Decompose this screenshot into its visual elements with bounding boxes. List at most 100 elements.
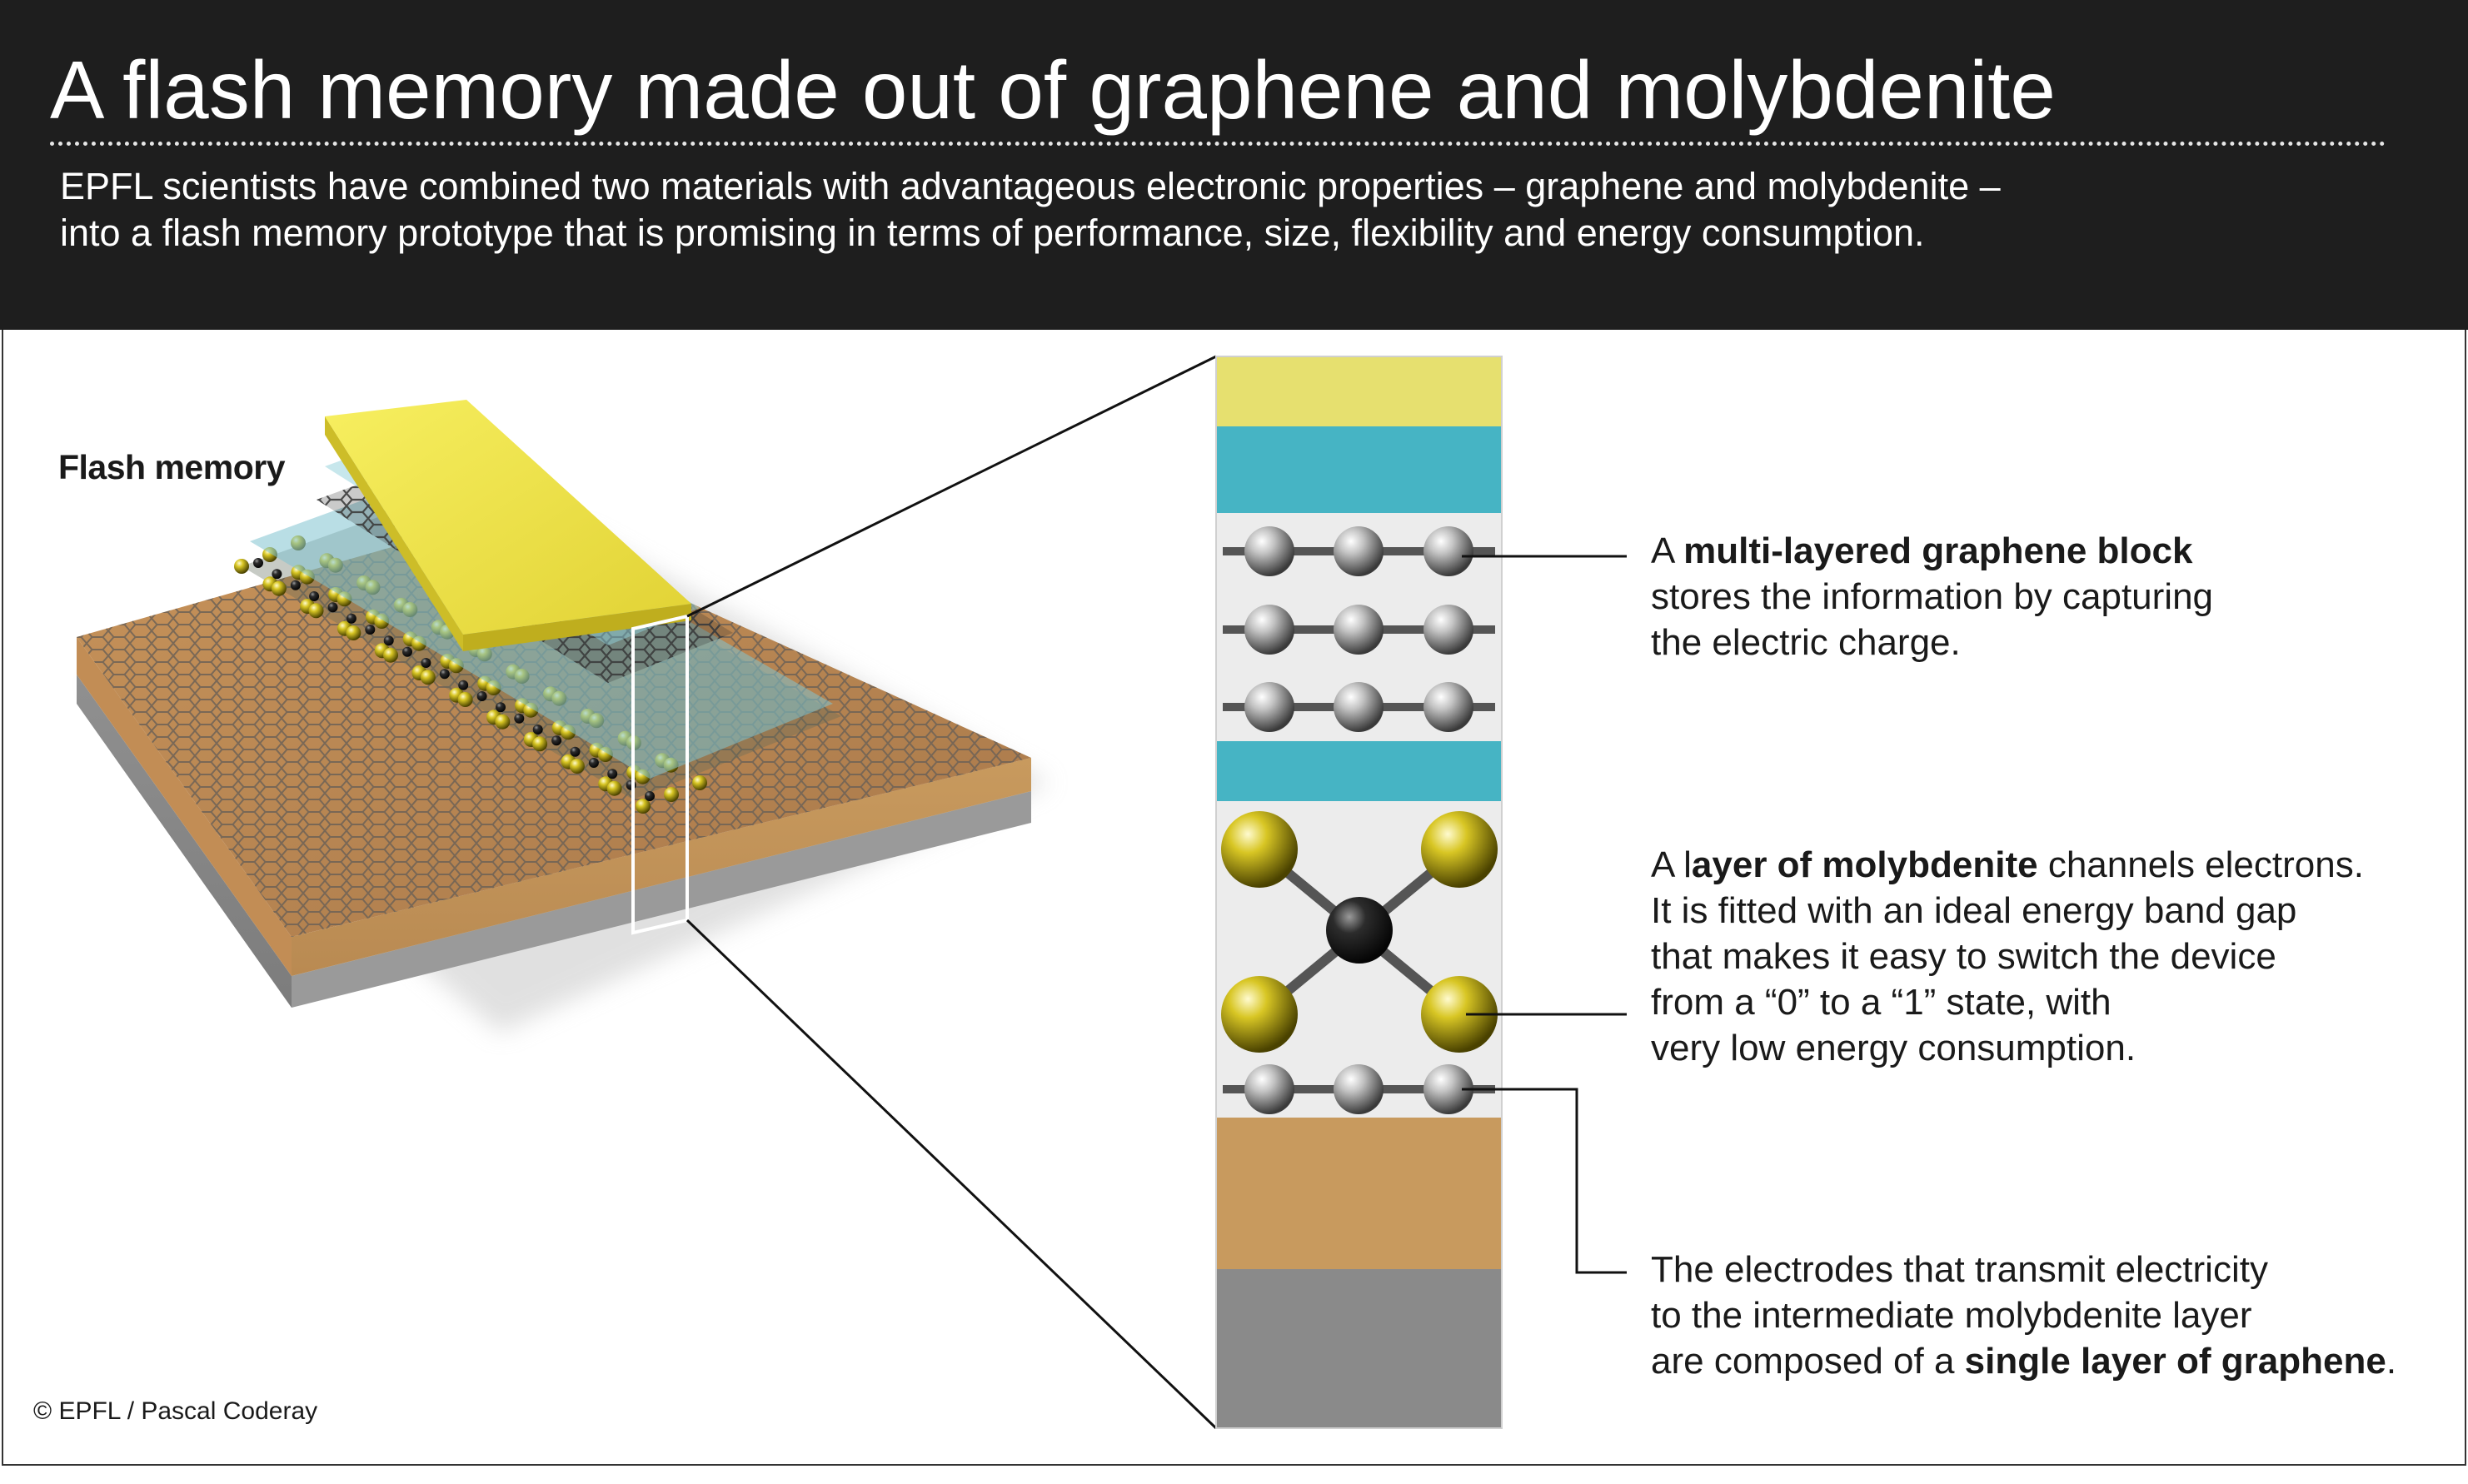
molybdenum-atom-icon — [253, 558, 263, 568]
carbon-atom-icon — [1334, 682, 1384, 732]
carbon-atom-icon — [1334, 526, 1384, 576]
molybdenum-atom-icon — [476, 691, 487, 701]
carbon-atom-icon — [1244, 605, 1294, 655]
note-text: It is fitted with an ideal energy band g… — [1651, 890, 2297, 931]
annotation-molybdenite: A layer of molybdenite channels electron… — [1651, 842, 2364, 1071]
graphene-row-2 — [1223, 605, 1495, 655]
note-emphasis: ayer of molybdenite — [1691, 844, 2038, 885]
note-text: from a “0” to a “1” state, with — [1651, 982, 2112, 1023]
header-banner — [0, 0, 2468, 330]
sulfur-atom-icon — [420, 670, 436, 685]
layer-silicon — [1216, 1269, 1502, 1428]
sulfur-atom-icon — [234, 559, 249, 574]
molybdenum-atom-icon — [532, 725, 543, 735]
sulfur-atom-icon — [308, 603, 324, 619]
sulfur-atom-icon — [457, 692, 473, 707]
note-text: The electrodes that transmit electricity — [1651, 1249, 2268, 1290]
gold-electrode-side — [463, 604, 691, 651]
content-frame — [2, 330, 2466, 1466]
sulfur-atom-icon — [1421, 976, 1498, 1053]
layer-stack-border — [1215, 356, 1503, 1429]
molybdenum-atom-icon — [496, 702, 506, 713]
single-graphene-row — [1223, 1064, 1495, 1114]
layer-bottom-oxide — [1216, 741, 1502, 801]
molybdenum-atom-icon — [645, 791, 655, 801]
molybdenum-atom-icon — [309, 591, 320, 601]
sulfur-atom-icon — [271, 580, 287, 596]
sulfur-atom-icon — [495, 714, 511, 730]
gold-electrode-top — [325, 400, 691, 635]
carbon-atom-icon — [1423, 605, 1473, 655]
molybdenum-atom-icon — [421, 658, 431, 668]
layer-gold-electrode — [1216, 356, 1502, 426]
carbon-atom-icon — [1244, 526, 1294, 576]
note-text: channels electrons. — [2037, 844, 2364, 885]
zoom-line-top — [686, 355, 1217, 618]
note-text: very low energy consumption. — [1651, 1028, 2136, 1068]
substrate-right-side — [292, 758, 1031, 976]
sulfur-atom-icon — [532, 736, 548, 752]
sulfur-atom-icon — [383, 647, 398, 663]
molybdenum-atom-icon — [383, 635, 394, 646]
carbon-atom-icon — [1423, 682, 1473, 732]
carbon-atom-icon — [1334, 1064, 1384, 1114]
graphene-row-3 — [1223, 682, 1495, 732]
graphene-row-1 — [1223, 526, 1495, 576]
gold-electrode-end — [325, 416, 463, 651]
molybdenum-atom-icon — [290, 580, 301, 590]
sulfur-atom-icon — [1421, 811, 1498, 888]
sulfur-atom-icon — [636, 799, 651, 814]
note-text: A — [1651, 530, 1684, 571]
annotation-graphene-block: A multi-layered graphene block stores th… — [1651, 528, 2213, 665]
molybdenum-atom-icon — [346, 613, 356, 624]
sulfur-atom-icon — [1221, 811, 1298, 888]
molybdenum-atom-icon — [588, 758, 599, 768]
molybdenum-atom-icon — [402, 646, 412, 657]
note-emphasis: single layer of graphene — [1964, 1341, 2386, 1382]
subtitle: EPFL scientists have combined two materi… — [60, 163, 2001, 256]
note-emphasis: multi-layered graphene block — [1683, 530, 2193, 571]
molybdenum-atom-icon — [439, 669, 450, 680]
silicon-base-right — [292, 791, 1031, 1008]
zoom-line-bottom — [686, 919, 1218, 1430]
silicon-base-left — [77, 675, 292, 1008]
sulfur-atom-icon — [664, 787, 679, 802]
layer-top-oxide — [1216, 426, 1502, 513]
flash-memory-label: Flash memory — [58, 448, 286, 486]
carbon-atom-icon — [1334, 605, 1384, 655]
carbon-atom-icon — [1244, 1064, 1294, 1114]
annotation-electrodes: The electrodes that transmit electricity… — [1651, 1247, 2396, 1384]
sulfur-atom-icon — [569, 759, 585, 774]
note-text: stores the information by capturing — [1651, 576, 2214, 617]
molybdenum-atom-icon — [514, 713, 525, 724]
note-text: . — [2386, 1341, 2397, 1382]
device-3d-illustration — [77, 400, 1050, 1033]
molybdenum-atom-icon — [570, 746, 581, 757]
carbon-atom-icon — [1423, 1064, 1473, 1114]
molybdenum-atom-icon — [607, 769, 618, 779]
page-title: A flash memory made out of graphene and … — [50, 44, 2056, 136]
molybdenum-atom-icon — [365, 625, 376, 635]
molybdenum-atom-icon — [551, 735, 562, 746]
molybdenum-atom-icon — [327, 602, 338, 613]
leader-line-electrodes — [1462, 1088, 1627, 1274]
sulfur-atom-icon — [1221, 976, 1298, 1053]
layer-orange-substrate — [1216, 1118, 1502, 1269]
molybdenum-atom-icon — [458, 680, 469, 690]
layer-stack — [1215, 356, 1503, 1429]
molybdenum-atom-icon — [1326, 897, 1393, 964]
sulfur-atom-icon — [606, 780, 622, 796]
molybdenum-atom-icon — [272, 569, 282, 580]
subtitle-line-2: into a flash memory prototype that is pr… — [60, 212, 1925, 254]
note-text: A l — [1651, 844, 1692, 885]
note-text: are composed of a — [1651, 1341, 1965, 1382]
image-credit: © EPFL / Pascal Coderay — [33, 1397, 318, 1425]
carbon-atom-icon — [1244, 682, 1294, 732]
sulfur-atom-icon — [346, 625, 361, 640]
subtitle-line-1: EPFL scientists have combined two materi… — [60, 165, 2001, 207]
header-divider — [50, 142, 2386, 146]
substrate-left-side — [77, 637, 292, 976]
note-text: that makes it easy to switch the device — [1651, 936, 2276, 977]
molybdenite-molecule — [1221, 811, 1498, 1053]
